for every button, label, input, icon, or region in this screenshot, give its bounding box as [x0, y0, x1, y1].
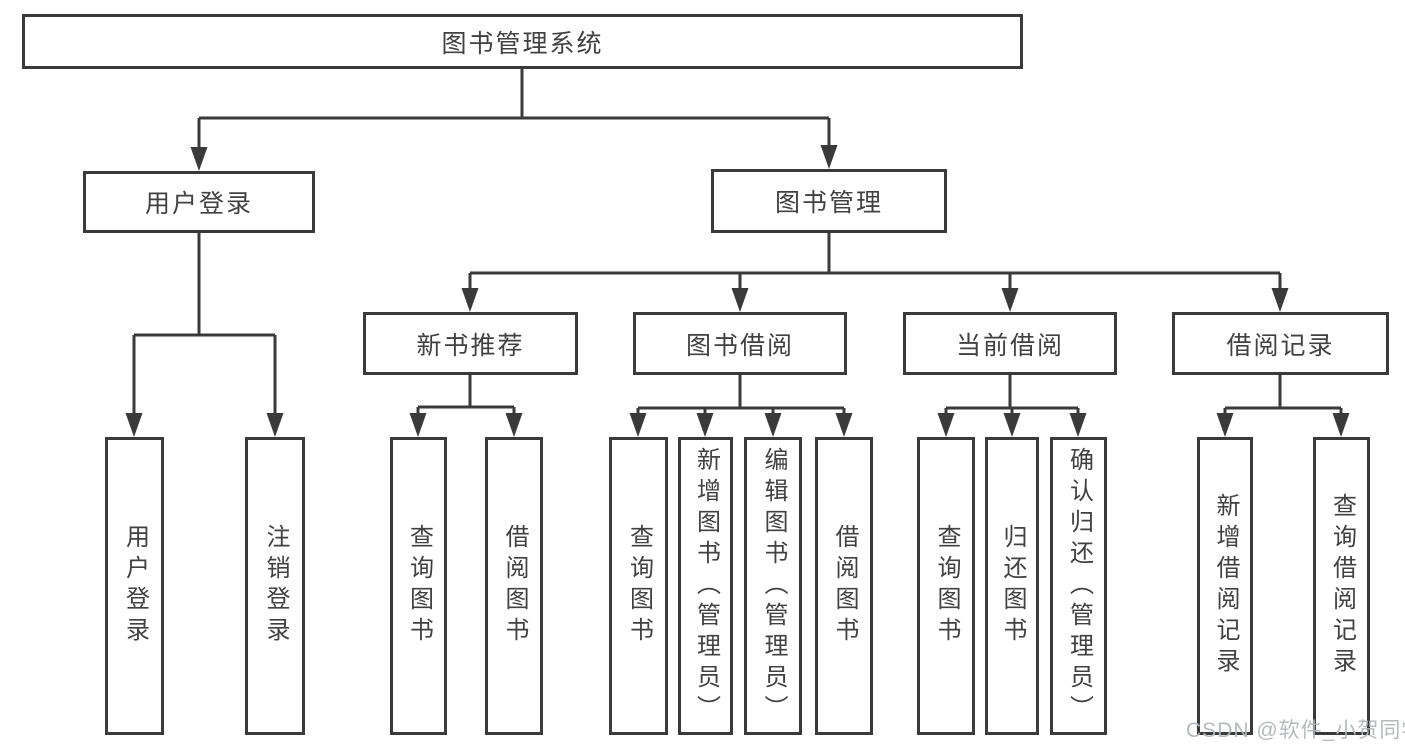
leaf-user-login: 用户登录	[105, 437, 164, 735]
node-root-label: 图书管理系统	[441, 29, 604, 58]
node-label: 新书推荐	[416, 331, 525, 360]
connector-records-children	[1223, 375, 1343, 417]
leaf-query-borrow-record: 查询借阅记录	[1313, 437, 1370, 735]
connector-current-children	[944, 375, 1080, 417]
leaf-borrow-books-1: 借阅图书	[485, 437, 543, 735]
node-root-system: 图书管理系统	[22, 14, 1023, 69]
leaf-label: 查询借阅记录	[1328, 493, 1356, 679]
leaf-label: 查询图书	[933, 524, 960, 648]
leaf-label: 查询图书	[625, 524, 653, 648]
leaf-label: 编辑图书（管理员）	[760, 446, 787, 726]
leaf-label: 新增图书（管理员）	[692, 446, 720, 726]
node-label: 图书借阅	[685, 331, 794, 360]
leaf-label: 借阅图书	[501, 524, 528, 648]
leaf-return-books: 归还图书	[985, 437, 1039, 735]
connector-borrow-children	[636, 375, 846, 417]
node-user-login-branch: 用户登录	[83, 171, 315, 233]
node-label: 当前借阅	[955, 331, 1064, 360]
leaf-add-books-admin: 新增图书（管理员）	[678, 437, 733, 735]
csdn-watermark: CSDN @软件_小贺同学	[1186, 719, 1405, 742]
leaf-query-books-3: 查询图书	[917, 437, 975, 735]
node-label: 图书管理	[774, 189, 883, 217]
leaf-label: 确认归还（管理员）	[1065, 446, 1093, 726]
leaf-add-borrow-record: 新增借阅记录	[1197, 437, 1253, 735]
node-label: 借阅记录	[1226, 331, 1335, 360]
node-book-management-branch: 图书管理	[711, 169, 947, 233]
leaf-label: 注销登录	[262, 524, 289, 648]
leaf-edit-books-admin: 编辑图书（管理员）	[744, 437, 802, 735]
connector-root-to-level2	[197, 68, 831, 151]
node-current-borrow: 当前借阅	[903, 312, 1117, 375]
node-book-borrow: 图书借阅	[633, 312, 847, 375]
leaf-confirm-return-admin: 确认归还（管理员）	[1050, 437, 1107, 735]
leaf-logout: 注销登录	[245, 437, 305, 735]
leaf-label: 用户登录	[121, 524, 149, 648]
connector-bookmgmt-children	[468, 233, 1282, 292]
leaf-query-books-1: 查询图书	[390, 437, 447, 735]
leaf-label: 归还图书	[999, 524, 1026, 648]
leaf-label: 查询图书	[405, 524, 433, 648]
leaf-label: 新增借阅记录	[1212, 493, 1239, 679]
leaf-query-books-2: 查询图书	[609, 437, 668, 735]
connector-newbook-children	[416, 375, 516, 417]
connector-userlogin-children	[132, 232, 277, 417]
leaf-borrow-books-2: 借阅图书	[815, 437, 873, 735]
node-borrow-records: 借阅记录	[1172, 312, 1389, 375]
node-label: 用户登录	[144, 190, 253, 218]
node-new-book-recommend: 新书推荐	[363, 312, 578, 375]
leaf-label: 借阅图书	[831, 524, 858, 648]
